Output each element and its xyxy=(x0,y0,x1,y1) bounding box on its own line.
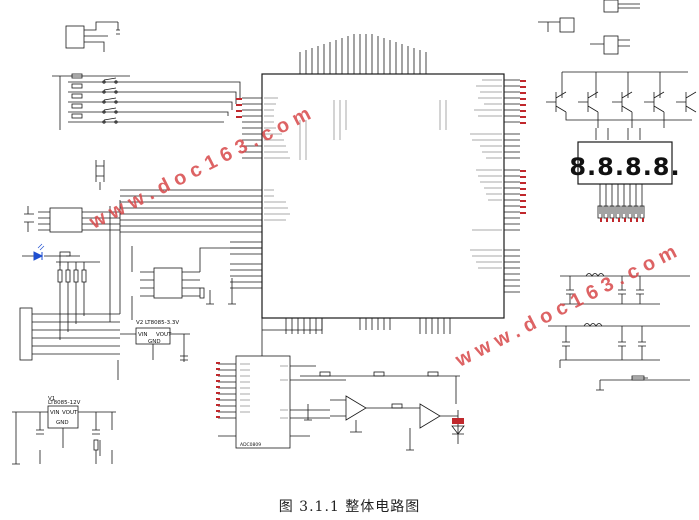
filter-network-1 xyxy=(560,273,690,305)
figure-caption: 图 3.1.1 整体电路图 xyxy=(278,499,421,515)
regulator-3v3-vin: VIN xyxy=(138,332,148,338)
top-connector xyxy=(603,0,619,13)
display-digits: 8.8.8.8. xyxy=(569,153,680,181)
transistor-array xyxy=(546,71,697,140)
serial-ic xyxy=(49,207,83,233)
regulator-3v3-gnd: GND xyxy=(148,339,161,345)
sensor-connector xyxy=(603,35,619,55)
buzzer xyxy=(559,17,575,33)
connector-j1 xyxy=(19,307,33,361)
regulator-12v-ref: V1 xyxy=(48,396,55,402)
opamp-circuit xyxy=(300,371,465,451)
mcu-top-pins xyxy=(299,34,427,74)
display-resistors xyxy=(597,205,645,219)
adc-ref: ADC0809 xyxy=(240,442,261,448)
regulator-12v-vin: VIN xyxy=(50,410,60,416)
regulator-12v-gnd: GND xyxy=(56,420,69,426)
mcu-bottom-pins xyxy=(285,318,451,334)
resistor-bank xyxy=(56,261,100,340)
regulator-12v-vout: VOUT xyxy=(62,410,78,416)
status-led xyxy=(33,243,45,261)
seven-segment-display xyxy=(577,141,673,185)
circuit-schematic: 8.8.8.8. V2 LT8085-3.3V VIN VOUT GND V1 … xyxy=(12,0,697,465)
mcu-left-pins xyxy=(120,97,262,289)
adc-chip xyxy=(235,355,291,449)
eeprom-ic xyxy=(153,267,183,299)
mcu-right-pins xyxy=(504,79,520,293)
regulator-3v3-ref: V2 xyxy=(136,320,143,326)
regulator-3v3-part: LT8085-3.3V xyxy=(145,320,179,326)
red-pin-markers xyxy=(216,80,644,424)
reset-ic xyxy=(65,25,85,49)
regulator-12v-part: LT8085-12V xyxy=(48,400,81,406)
filter-network-2 xyxy=(548,323,690,368)
regulator-3v3-vout: VOUT xyxy=(156,332,172,338)
switch-array xyxy=(52,73,130,130)
